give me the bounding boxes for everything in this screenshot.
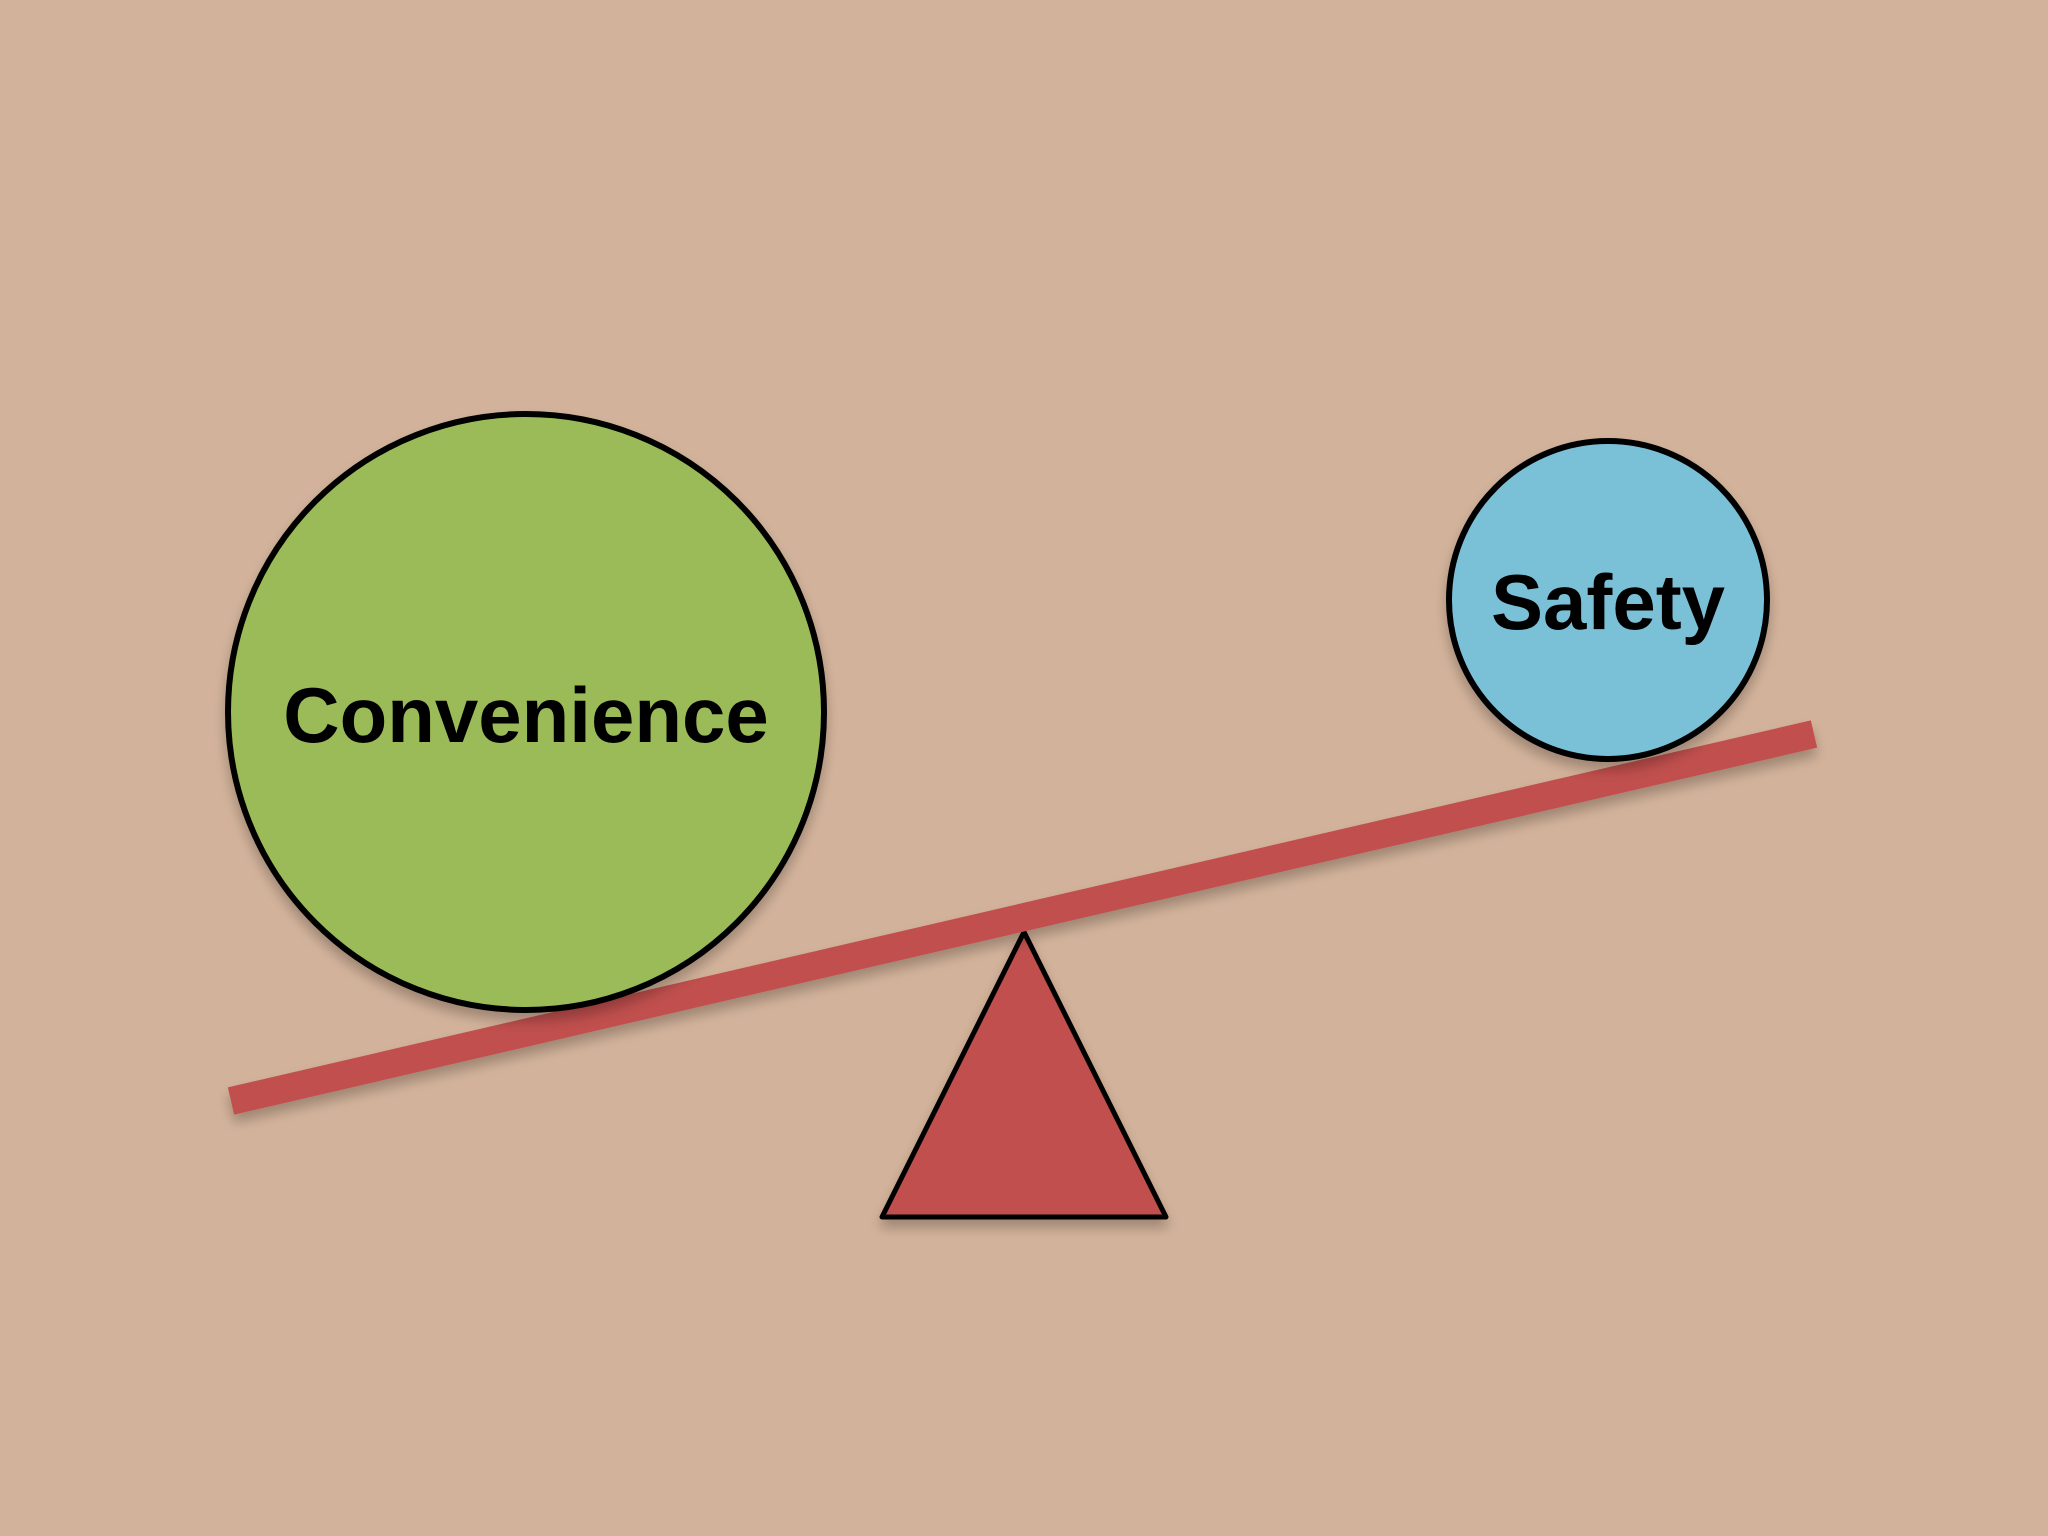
convenience-label: Convenience	[283, 671, 768, 759]
safety-label: Safety	[1491, 558, 1725, 646]
seesaw-beam	[227, 720, 1818, 1115]
convenience-circle	[225, 411, 827, 1013]
safety-circle	[1446, 438, 1770, 762]
convenience-ball: Convenience	[225, 411, 827, 1013]
safety-ball: Safety	[1446, 438, 1770, 762]
fulcrum-triangle	[879, 929, 1169, 1220]
